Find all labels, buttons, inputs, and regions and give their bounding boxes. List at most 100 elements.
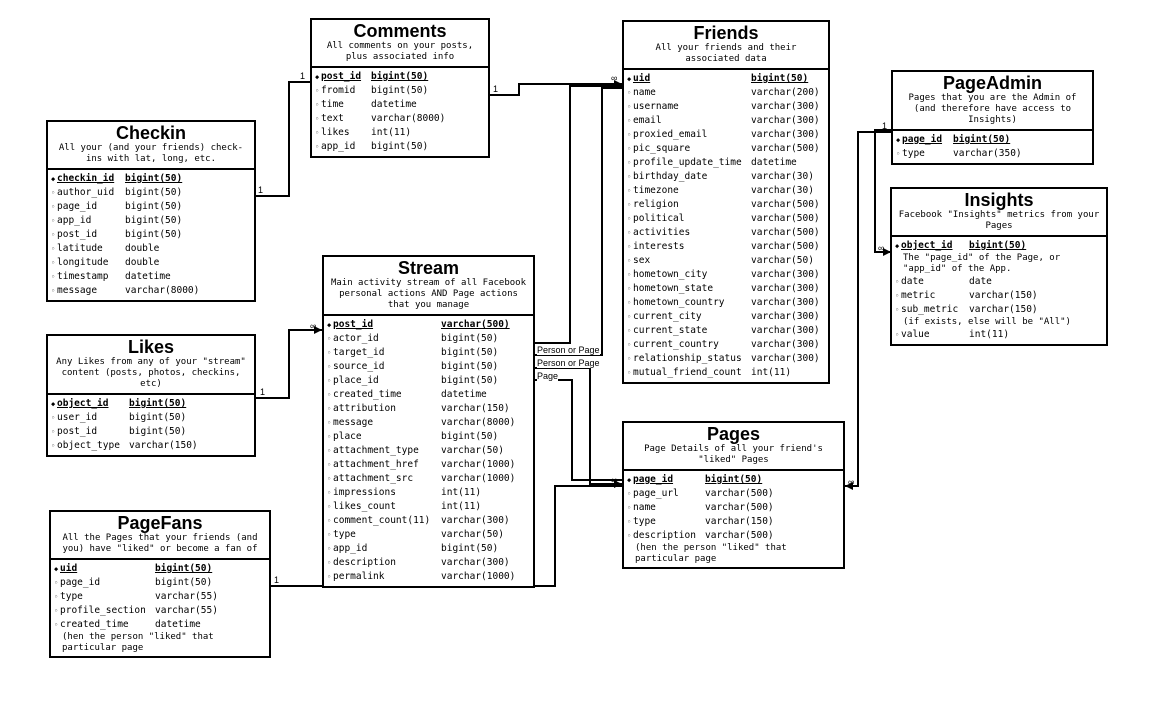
field-type: datetime [125,271,171,282]
bullet-icon: ◦ [627,215,632,223]
field-name: likes [321,127,350,138]
bullet-icon: ◦ [51,259,56,267]
field-type: bigint(50) [371,71,429,82]
field-name: attribution [333,403,396,414]
field-name: post_id [321,71,362,82]
bullet-icon: ◦ [51,273,56,281]
field-type: varchar(150) [441,403,510,414]
field-name: impressions [333,487,396,498]
bullet-icon: ◦ [627,257,632,265]
field-name: hometown_state [633,283,714,294]
bullet-icon: ◦ [54,593,59,601]
bullet-icon: ◦ [327,335,332,343]
field-name: type [902,148,925,159]
field-type: varchar(8000) [441,417,516,428]
relationship-label: Person or Page [537,358,600,368]
entity-friends: Friends All your friends and their assoc… [622,20,830,384]
stream-friends-line-1 [535,85,622,344]
bullet-icon: ◦ [51,442,56,450]
field-type: bigint(50) [155,577,213,588]
field-type: varchar(300) [751,339,820,350]
cardinality-many: ∞ [611,73,618,83]
field-name: app_id [321,141,356,152]
field-name: place_id [333,375,379,386]
field-type: varchar(500) [705,530,774,541]
entity-description: Pages that you are the Admin of (and the… [908,93,1077,125]
field-name: object_id [901,240,953,251]
field-type: int(11) [441,487,482,498]
field-type: varchar(8000) [125,285,200,296]
entity-likes: Likes Any Likes from any of your "stream… [46,334,256,457]
bullet-icon: ◦ [627,518,632,526]
field-type: varchar(30) [751,185,814,196]
primary-key-field: ◆post_id bigint(50) [315,70,485,84]
field-type: int(11) [969,329,1010,340]
bullet-icon: ◦ [51,414,56,422]
field-name: timezone [633,185,679,196]
field-name: fromid [321,85,356,96]
field-type: int(11) [441,501,482,512]
field-name: name [633,502,656,513]
field-type: varchar(500) [751,241,820,252]
key-icon: ◆ [627,75,632,83]
bullet-icon: ◦ [896,150,901,158]
field-type: varchar(500) [751,213,820,224]
bullet-icon: ◦ [315,87,320,95]
field-name: message [57,285,98,296]
bullet-icon: ◦ [627,89,632,97]
bullet-icon: ◦ [627,103,632,111]
field-note: (hen the person "liked" that particular … [62,632,214,653]
field-name: political [633,213,685,224]
field-type: varchar(500) [441,319,510,330]
entity-title: Stream [397,258,460,278]
bullet-icon: ◦ [627,229,632,237]
relationship-label: Person or Page [537,345,600,355]
field-type: bigint(50) [125,187,183,198]
field-name: page_id [633,474,674,485]
field-name: attachment_href [333,459,419,470]
field-type: varchar(300) [751,311,820,322]
field-name: user_id [57,412,98,423]
key-icon: ◆ [315,73,320,81]
field-name: email [633,115,662,126]
bullet-icon: ◦ [51,231,56,239]
field-type: bigint(50) [125,229,183,240]
field-type: varchar(500) [705,488,774,499]
field-type: datetime [155,619,201,630]
field-name: place [333,431,362,442]
bullet-icon: ◦ [327,363,332,371]
field-name: timestamp [57,271,109,282]
field-name: interests [633,241,685,252]
cardinality-one: 1 [300,71,306,81]
bullet-icon: ◦ [327,377,332,385]
field-type: varchar(150) [129,440,198,451]
